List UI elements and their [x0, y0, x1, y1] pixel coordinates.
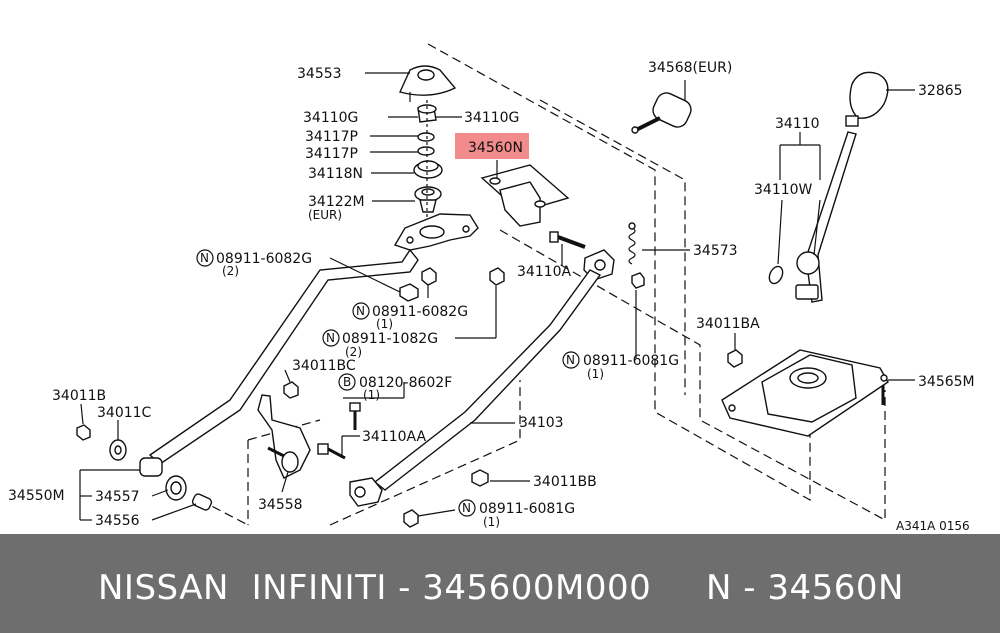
- part-labels: 34553 34110G 34110G 34117P 34117P 34118N…: [8, 60, 975, 533]
- part-34560n-shape: [480, 164, 570, 227]
- label-34110w: 34110W: [754, 182, 813, 198]
- part-34110w-shape: [768, 265, 784, 285]
- label-34558: 34558: [258, 497, 303, 513]
- label-n4-code: 08911-6081G: [583, 353, 679, 369]
- n-symbol-circle-3: [322, 329, 340, 347]
- n-symbol-3: N: [326, 331, 335, 345]
- part-34117p-shape-b: [417, 146, 435, 156]
- label-n3-qty: (2): [345, 345, 362, 359]
- label-34110aa: 34110AA: [362, 429, 427, 445]
- n-symbol-circle-2: [352, 302, 370, 320]
- label-34553: 34553: [297, 66, 342, 82]
- nut-shapes: [76, 267, 743, 528]
- label-34550m: 34550M: [8, 488, 65, 504]
- n-symbol-2: N: [356, 304, 365, 318]
- b-symbol-circle: [338, 373, 356, 391]
- part-34573-shape: [628, 222, 636, 265]
- highlight-box-34560n: [455, 133, 529, 159]
- label-n4-qty: (1): [587, 367, 604, 381]
- label-n5-code: 08911-6081G: [479, 501, 575, 517]
- n-symbol-1: N: [200, 251, 209, 265]
- part-32865-shape: [845, 71, 889, 127]
- label-34568-eur: 34568(EUR): [648, 60, 732, 76]
- label-34011bb: 34011BB: [533, 474, 597, 490]
- label-34110g-left: 34110G: [303, 110, 358, 126]
- diagram-part-code: N - 34560N: [706, 568, 904, 608]
- label-34011ba: 34011BA: [696, 316, 760, 332]
- label-b1-code: 08120-8602F: [359, 375, 452, 391]
- label-32865: 32865: [918, 83, 963, 99]
- collar-34556-shape: [191, 493, 213, 511]
- n-symbol-5: N: [462, 501, 471, 515]
- label-n2-code: 08911-6082G: [372, 304, 468, 320]
- part-34568-shape: [631, 92, 692, 134]
- product-footer-bar: NISSAN INFINITI - 345600M000 N - 34560N: [0, 534, 1000, 633]
- part-34565m-shape: [721, 349, 889, 437]
- label-34117p-b: 34117P: [305, 146, 358, 162]
- part-34553-shape: [399, 65, 457, 102]
- label-34011bc: 34011BC: [292, 358, 356, 374]
- b-symbol: B: [343, 375, 351, 389]
- part-34110a-shape: [549, 231, 586, 249]
- bushing-34557-shape: [139, 457, 187, 501]
- label-34110: 34110: [775, 116, 820, 132]
- n-symbol-4: N: [566, 353, 575, 367]
- label-34011b: 34011B: [52, 388, 106, 404]
- label-34011c: 34011C: [97, 405, 152, 421]
- label-34560n: 34560N: [468, 140, 523, 156]
- part-34110-lever-shape: [795, 131, 857, 303]
- part-34118n-shape: [413, 160, 443, 179]
- label-34118n: 34118N: [308, 166, 363, 182]
- label-n1-qty: (2): [222, 264, 239, 278]
- n-symbol-circle-1: [196, 249, 214, 267]
- label-34556: 34556: [95, 513, 140, 529]
- bolt-shapes: [317, 385, 885, 460]
- label-34122m: 34122M: [308, 194, 365, 210]
- n-symbol-circle-5: [458, 499, 476, 517]
- pivot-34110aa-shape: [349, 477, 383, 507]
- label-34573: 34573: [693, 243, 738, 259]
- part-34117p-shape-a: [417, 132, 435, 142]
- label-34103: 34103: [519, 415, 564, 431]
- control-bracket-shape: [393, 213, 479, 251]
- label-34117p-a: 34117P: [305, 129, 358, 145]
- part-34122m-shape: [414, 186, 442, 213]
- dashed-frames: [199, 43, 886, 526]
- label-n5-qty: (1): [483, 515, 500, 529]
- n-symbol-circle-4: [562, 351, 580, 369]
- bracket-34558-shape: [257, 394, 311, 479]
- label-34110a: 34110A: [517, 264, 572, 280]
- grommet-34011c-shape: [109, 439, 127, 461]
- exploded-parts-diagram: 34553 34110G 34110G 34117P 34117P 34118N…: [8, 43, 975, 533]
- support-rod-34103-shape: [373, 269, 602, 491]
- brand-part-number: NISSAN INFINITI - 345600M000: [98, 568, 652, 608]
- label-n2-qty: (1): [376, 317, 393, 331]
- label-34565m: 34565M: [918, 374, 975, 390]
- diagram-reference-code: A341A 0156: [896, 519, 970, 533]
- label-n1-code: 08911-6082G: [216, 251, 312, 267]
- label-b1-qty: (1): [363, 388, 380, 402]
- label-n3-code: 08911-1082G: [342, 331, 438, 347]
- label-34122m-eur: (EUR): [308, 208, 342, 222]
- leader-lines: [79, 72, 915, 521]
- label-34110g-right: 34110G: [464, 110, 519, 126]
- label-34557: 34557: [95, 489, 140, 505]
